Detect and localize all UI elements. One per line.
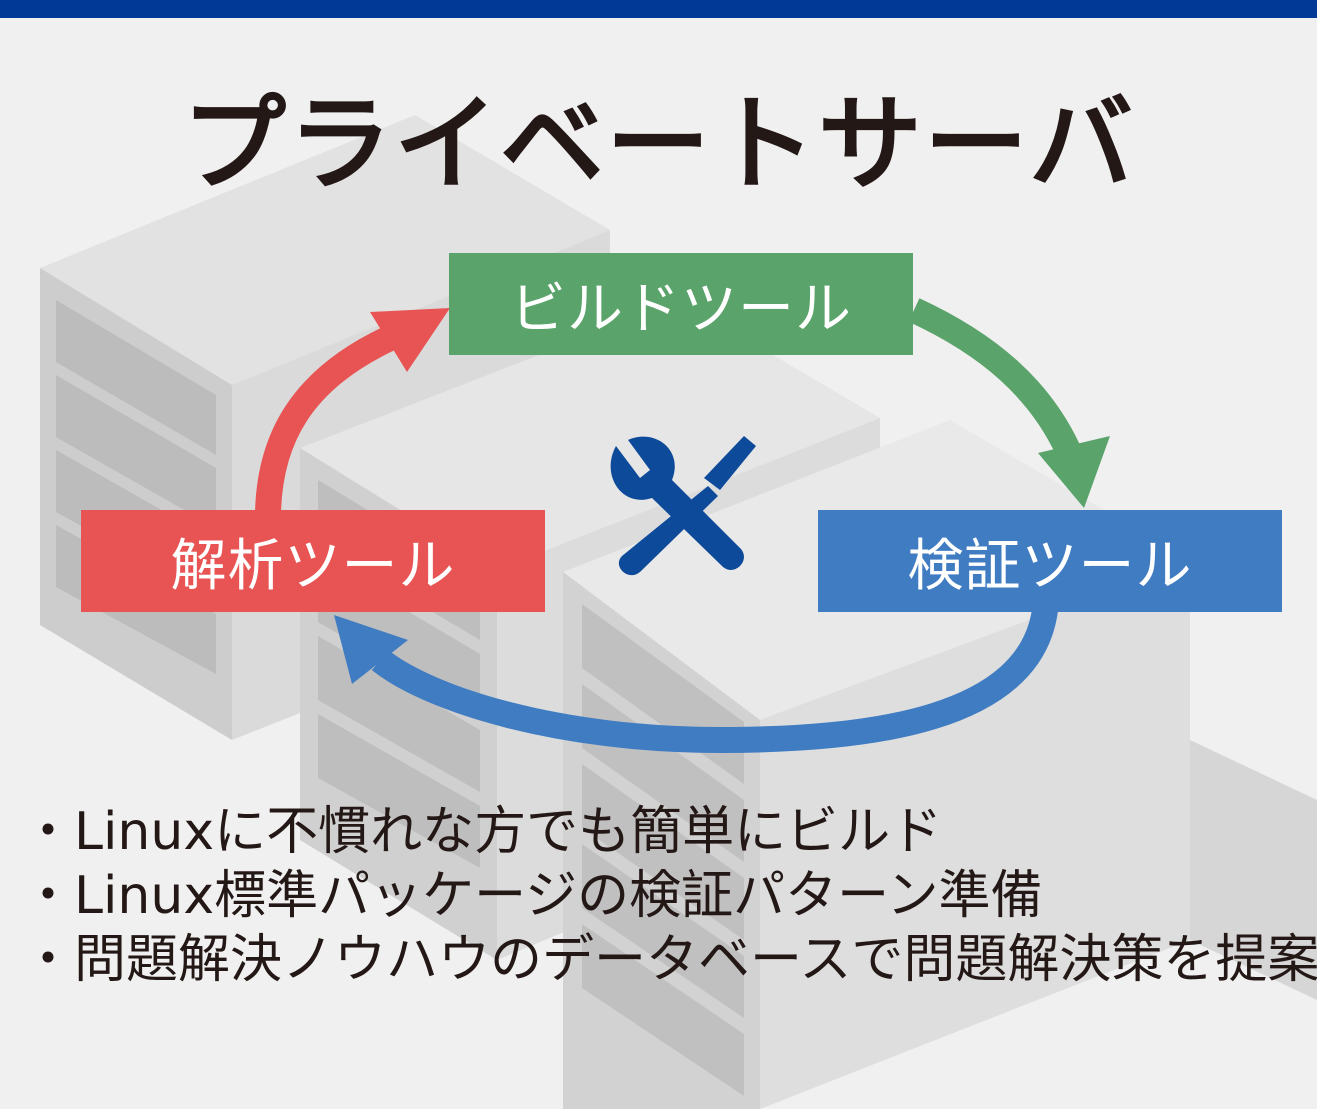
top-bar bbox=[0, 0, 1317, 18]
page-title: プライベートサーバ bbox=[182, 83, 1135, 205]
feature-list: ・Linuxに不慣れな方でも簡単にビルド ・Linux標準パッケージの検証パター… bbox=[22, 800, 1317, 992]
feature-item: ・Linuxに不慣れな方でも簡単にビルド bbox=[22, 802, 943, 862]
analysis-tool-box: 解析ツール bbox=[81, 510, 545, 612]
feature-item: ・Linux標準パッケージの検証パターン準備 bbox=[22, 866, 1043, 926]
build-tool-label: ビルドツール bbox=[510, 276, 852, 342]
verify-tool-label: 検証ツール bbox=[907, 533, 1193, 599]
analysis-tool-label: 解析ツール bbox=[170, 533, 456, 599]
feature-item: ・問題解決ノウハウのデータベースで問題解決策を提案 bbox=[22, 930, 1317, 990]
verify-tool-box: 検証ツール bbox=[818, 510, 1282, 612]
build-tool-box: ビルドツール bbox=[449, 253, 913, 355]
